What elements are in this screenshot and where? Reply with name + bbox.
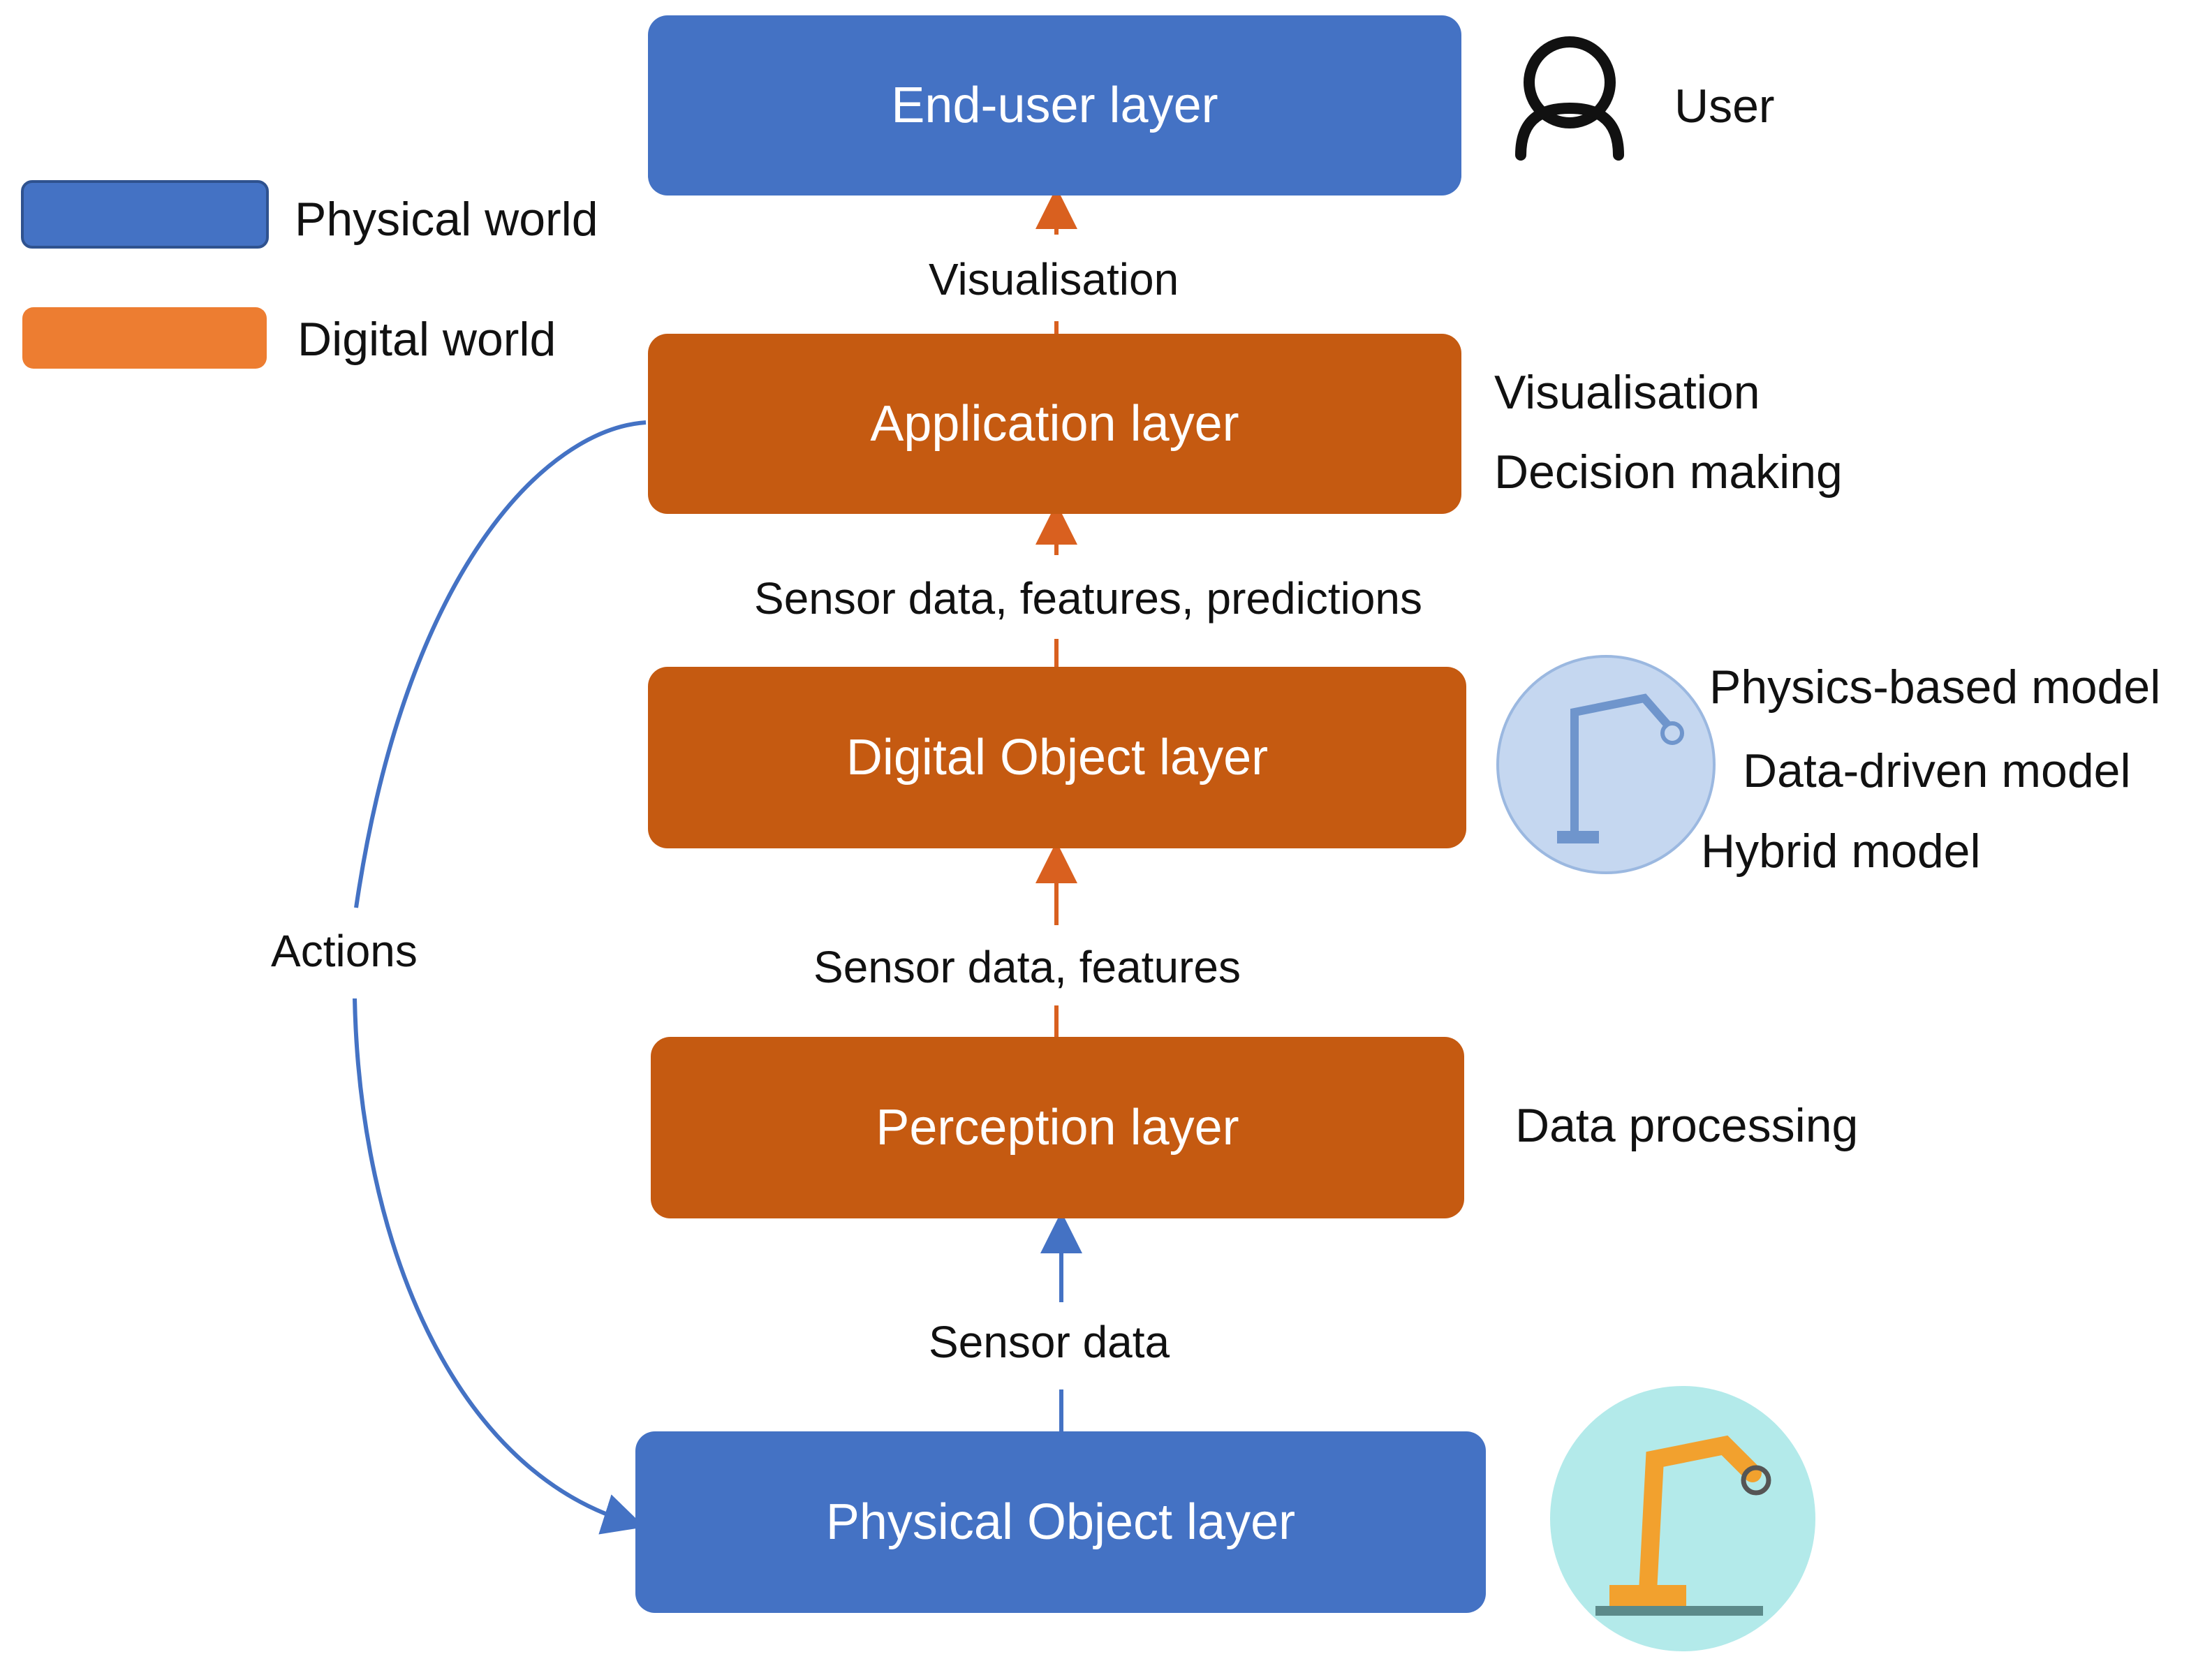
user-icon [1515, 36, 1624, 161]
annotation-application-visualisation: Visualisation [1494, 366, 1760, 419]
digital-object-layer-box: Digital Object layer [648, 667, 1466, 848]
actions-feedback-arrow [353, 420, 647, 1535]
legend-swatch-physical [21, 180, 269, 249]
physical-object-layer-box: Physical Object layer [635, 1431, 1486, 1613]
annotation-hybrid-model: Hybrid model [1701, 825, 1981, 878]
digital-twin-robot-arm-icon [1496, 655, 1716, 874]
flow-label-sensor-features: Sensor data, features [813, 942, 1241, 992]
legend-label-physical: Physical world [295, 193, 598, 246]
physical-robot-arm-icon [1550, 1386, 1815, 1651]
legend-label-digital: Digital world [297, 313, 556, 366]
perception-layer-box: Perception layer [651, 1037, 1464, 1218]
application-layer-box: Application layer [648, 334, 1461, 514]
flow-label-sensor-features-predictions: Sensor data, features, predictions [754, 573, 1422, 624]
flow-label-visualisation: Visualisation [929, 254, 1179, 304]
annotation-application-decision-making: Decision making [1494, 445, 1843, 499]
legend-swatch-digital [22, 307, 267, 369]
annotation-data-processing: Data processing [1515, 1099, 1859, 1152]
annotation-data-driven-model: Data-driven model [1743, 744, 2131, 797]
annotation-user: User [1674, 80, 1775, 133]
flow-label-actions: Actions [271, 926, 418, 976]
flow-label-sensor-data: Sensor data [929, 1317, 1170, 1367]
end-user-layer-box: End-user layer [648, 15, 1461, 196]
annotation-physics-based-model: Physics-based model [1709, 661, 2161, 714]
